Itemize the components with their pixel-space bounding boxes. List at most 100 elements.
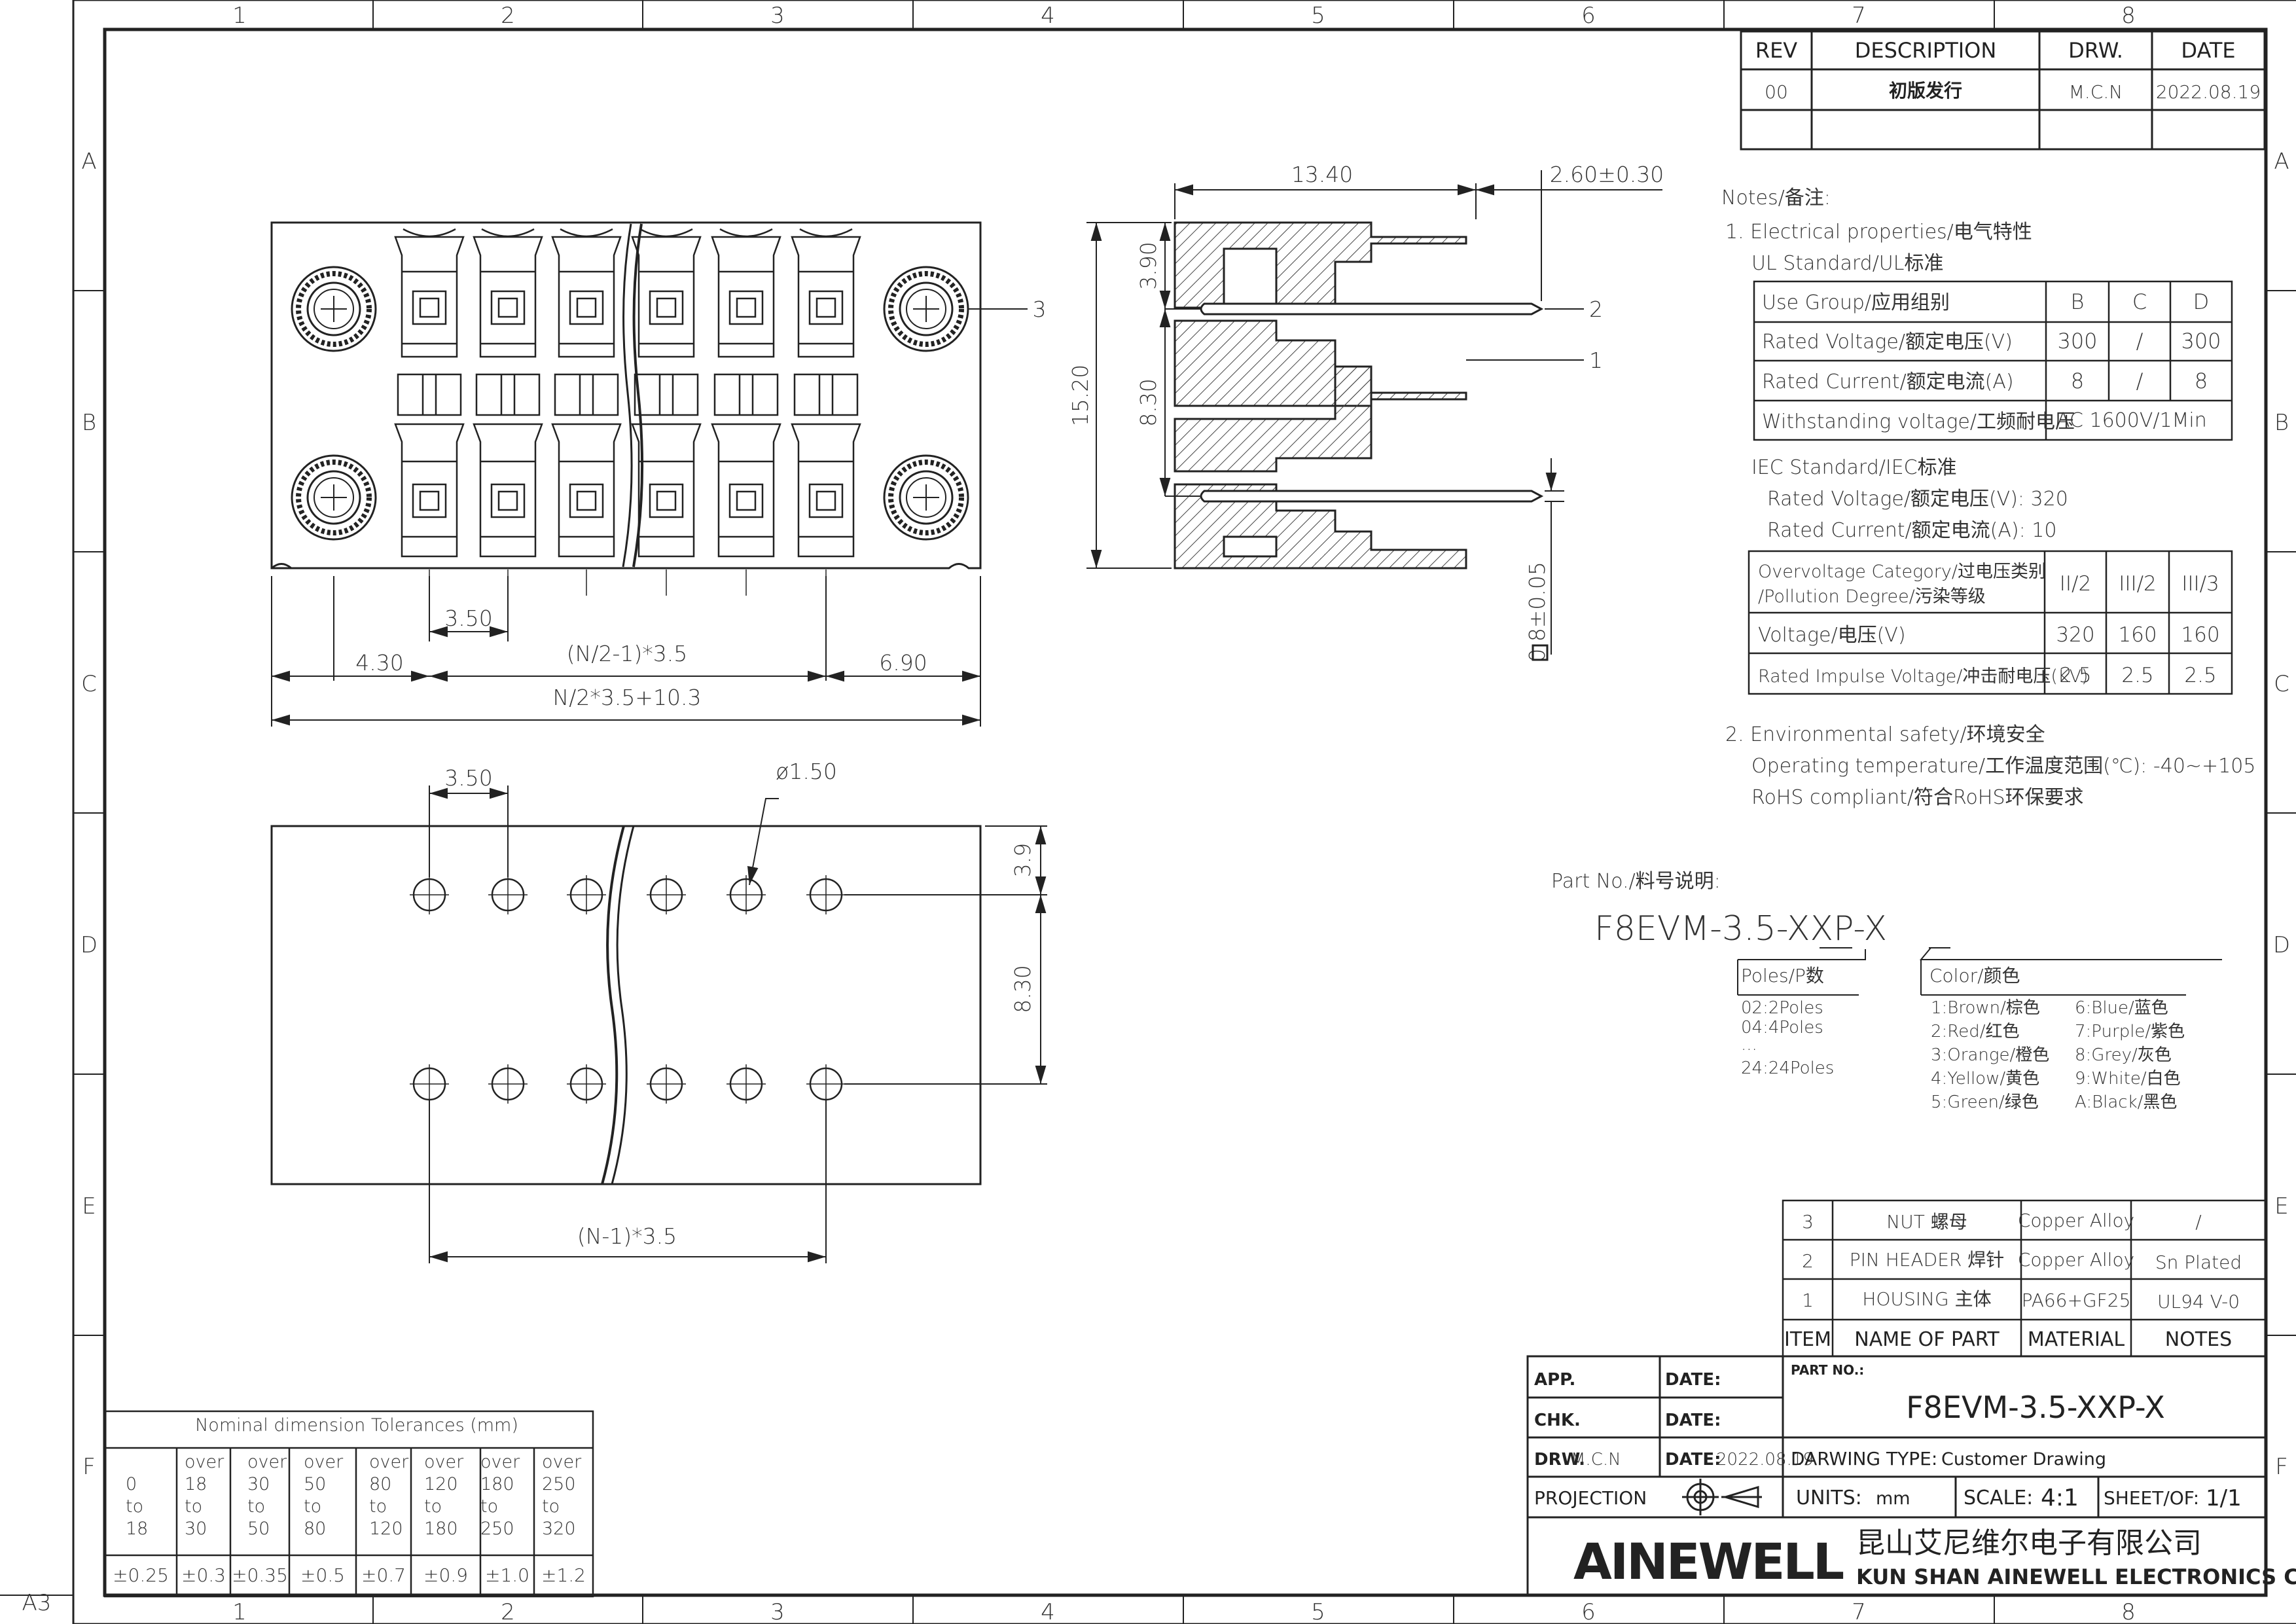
iec-standard: IEC Standard/IEC标准 [1751,456,1957,479]
nut-knurl [888,271,964,347]
note-ul-standard: UL Standard/UL标准 [1751,252,1943,275]
svg-text:NUT 螺母: NUT 螺母 [1886,1211,1967,1233]
pcb-hole [410,875,449,914]
note-rohs: RoHS compliant/符合RoHS环保要求 [1751,786,2084,809]
svg-text:160: 160 [2181,623,2219,647]
nut-outer-ring [291,454,377,541]
svg-text:D: D [2193,289,2210,314]
svg-text:DATE:: DATE: [1665,1450,1721,1470]
dim-half-span: (N/2-1)*3.5 [567,641,687,666]
side-view [1174,221,1544,569]
dim-pin-protrusion: 2.60±0.30 [1550,162,1664,187]
svg-text:180: 180 [480,1474,514,1494]
part-no-code: F8EVM-3.5-XXP-X [1594,909,1887,948]
pcb-hole [726,1064,766,1104]
pcb-layout [270,825,982,1185]
mounting-nut-icon [883,454,969,541]
projection-symbol-icon [1682,1479,1762,1515]
pcb-dimensions [429,785,1047,1263]
title-part-no: F8EVM-3.5-XXP-X [1906,1390,2165,1425]
svg-text:/: / [2136,369,2144,393]
terminal-clip [403,228,456,238]
note-environmental: 2. Environmental safety/环境安全 [1725,723,2045,746]
svg-text:MATERIAL: MATERIAL [2028,1328,2125,1351]
terminal-pin-square [816,490,836,511]
notes-title: Notes/备注: [1721,187,1831,209]
svg-text:0: 0 [126,1474,137,1494]
terminal-clip [481,228,535,238]
svg-text:over: over [369,1452,409,1472]
terminal-socket [569,483,604,518]
svg-text:1: 1 [232,3,247,29]
svg-text:mm: mm [1876,1489,1910,1509]
svg-text:初版发行: 初版发行 [1889,80,1962,101]
svg-text:250: 250 [480,1519,514,1539]
svg-text:D: D [2273,932,2290,958]
terminal-pin-square [419,490,440,511]
note-electrical: 1. Electrical properties/电气特性 [1725,221,2032,244]
note-operating-temp: Operating temperature/工作温度范围(℃): -40~+10… [1751,755,2255,778]
terminal-clip [799,228,853,238]
svg-text:over: over [304,1452,344,1472]
svg-text:300: 300 [2181,329,2221,353]
svg-text:III/2: III/2 [2119,572,2157,596]
tolerance-ranges: 0 to 18 over 18 to 30 over 30 to 50 over… [126,1452,582,1539]
svg-text:C: C [2132,289,2147,314]
svg-text:Customer Drawing: Customer Drawing [1941,1449,2106,1470]
tolerance-table: Nominal dimension Tolerances (mm) 0 to 1… [103,1410,594,1598]
mounting-nut-icon [291,454,377,541]
terminal-divider-block [713,373,779,416]
svg-text:1/1: 1/1 [2206,1485,2242,1511]
svg-text:ITEM: ITEM [1784,1328,1831,1351]
svg-text:PROJECTION: PROJECTION [1534,1487,1647,1509]
svg-text:SCALE:: SCALE: [1964,1487,2033,1509]
svg-text:±0.3: ±0.3 [181,1564,226,1586]
terminal-divider-block [634,373,699,416]
terminal-clip [719,228,773,238]
svg-text:3: 3 [1802,1211,1814,1233]
svg-text:3: 3 [770,3,785,29]
terminal-body [394,423,465,558]
svg-text:3:Orange/橙色: 3:Orange/橙色 [1931,1045,2049,1065]
pcb-hole [567,1064,606,1104]
dim-height-total: 15.20 [1067,365,1093,426]
svg-text:A: A [81,149,96,175]
svg-text:6: 6 [1581,3,1596,29]
svg-text:1: 1 [232,1599,247,1624]
revision-table: REV DESCRIPTION DRW. DATE 00 初版发行 M.C.N … [1740,30,2266,151]
svg-text:E: E [82,1193,96,1219]
svg-text:5:Green/绿色: 5:Green/绿色 [1931,1092,2039,1112]
svg-text:30: 30 [185,1519,207,1539]
svg-text:4:Yellow/黄色: 4:Yellow/黄色 [1931,1069,2039,1089]
svg-text:320: 320 [542,1519,576,1539]
terminal-socket [808,483,844,518]
notes-section: Notes/备注: 1. Electrical properties/电气特性 … [1721,187,2032,275]
top-view-dimension-labels: 4.30 (N/2-1)*3.5 6.90 N/2*3.5+10.3 3.50 … [355,297,1046,710]
svg-text:1: 1 [1802,1290,1814,1311]
svg-text:A: A [2274,149,2289,175]
iec-section: IEC Standard/IEC标准 Rated Voltage/额定电压(V)… [1751,456,2068,542]
terminal-socket [728,290,764,325]
svg-text:PIN HEADER 焊针: PIN HEADER 焊针 [1850,1249,2005,1271]
svg-text:80: 80 [304,1519,326,1539]
svg-text:Rated Impulse Voltage/冲击耐电压(KV: Rated Impulse Voltage/冲击耐电压(KV) [1758,666,2089,687]
terminal-body [791,236,861,358]
svg-text:8: 8 [2195,369,2208,393]
dim-overall: N/2*3.5+10.3 [553,685,702,710]
svg-text:7: 7 [1852,1599,1866,1624]
svg-text:6:Blue/蓝色: 6:Blue/蓝色 [2075,998,2168,1018]
pcb-hole [410,1064,449,1104]
svg-text:Copper Alloy: Copper Alloy [2018,1210,2134,1231]
pcb-hole [647,1064,686,1104]
svg-text:/: / [2136,329,2144,353]
top-view-mounting-nuts [291,266,969,541]
svg-text:B: B [82,410,96,436]
svg-text:2:Red/红色: 2:Red/红色 [1931,1022,2019,1041]
svg-text:8:Grey/灰色: 8:Grey/灰色 [2075,1045,2172,1065]
svg-text:±0.35: ±0.35 [232,1564,288,1586]
side-view-dimensions [1086,170,1662,655]
svg-text:to: to [480,1496,498,1517]
bom-table: 3 NUT 螺母 Copper Alloy / 2 PIN HEADER 焊针 … [1782,1199,2267,1358]
terminal-divider-block [475,373,541,416]
mounting-nut-icon [291,266,377,352]
